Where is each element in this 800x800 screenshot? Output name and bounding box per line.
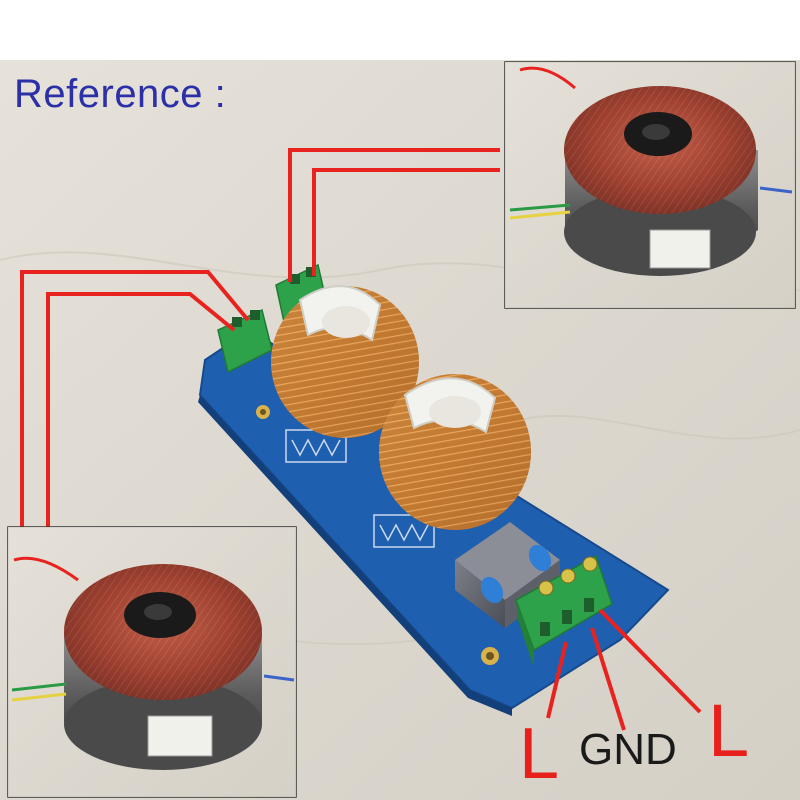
reference-label: Reference : [14,72,227,116]
terminal-label-ground: GND [579,725,677,774]
terminal-label-line-left: L [519,714,560,794]
terminal-label-line-right: L [708,689,750,772]
